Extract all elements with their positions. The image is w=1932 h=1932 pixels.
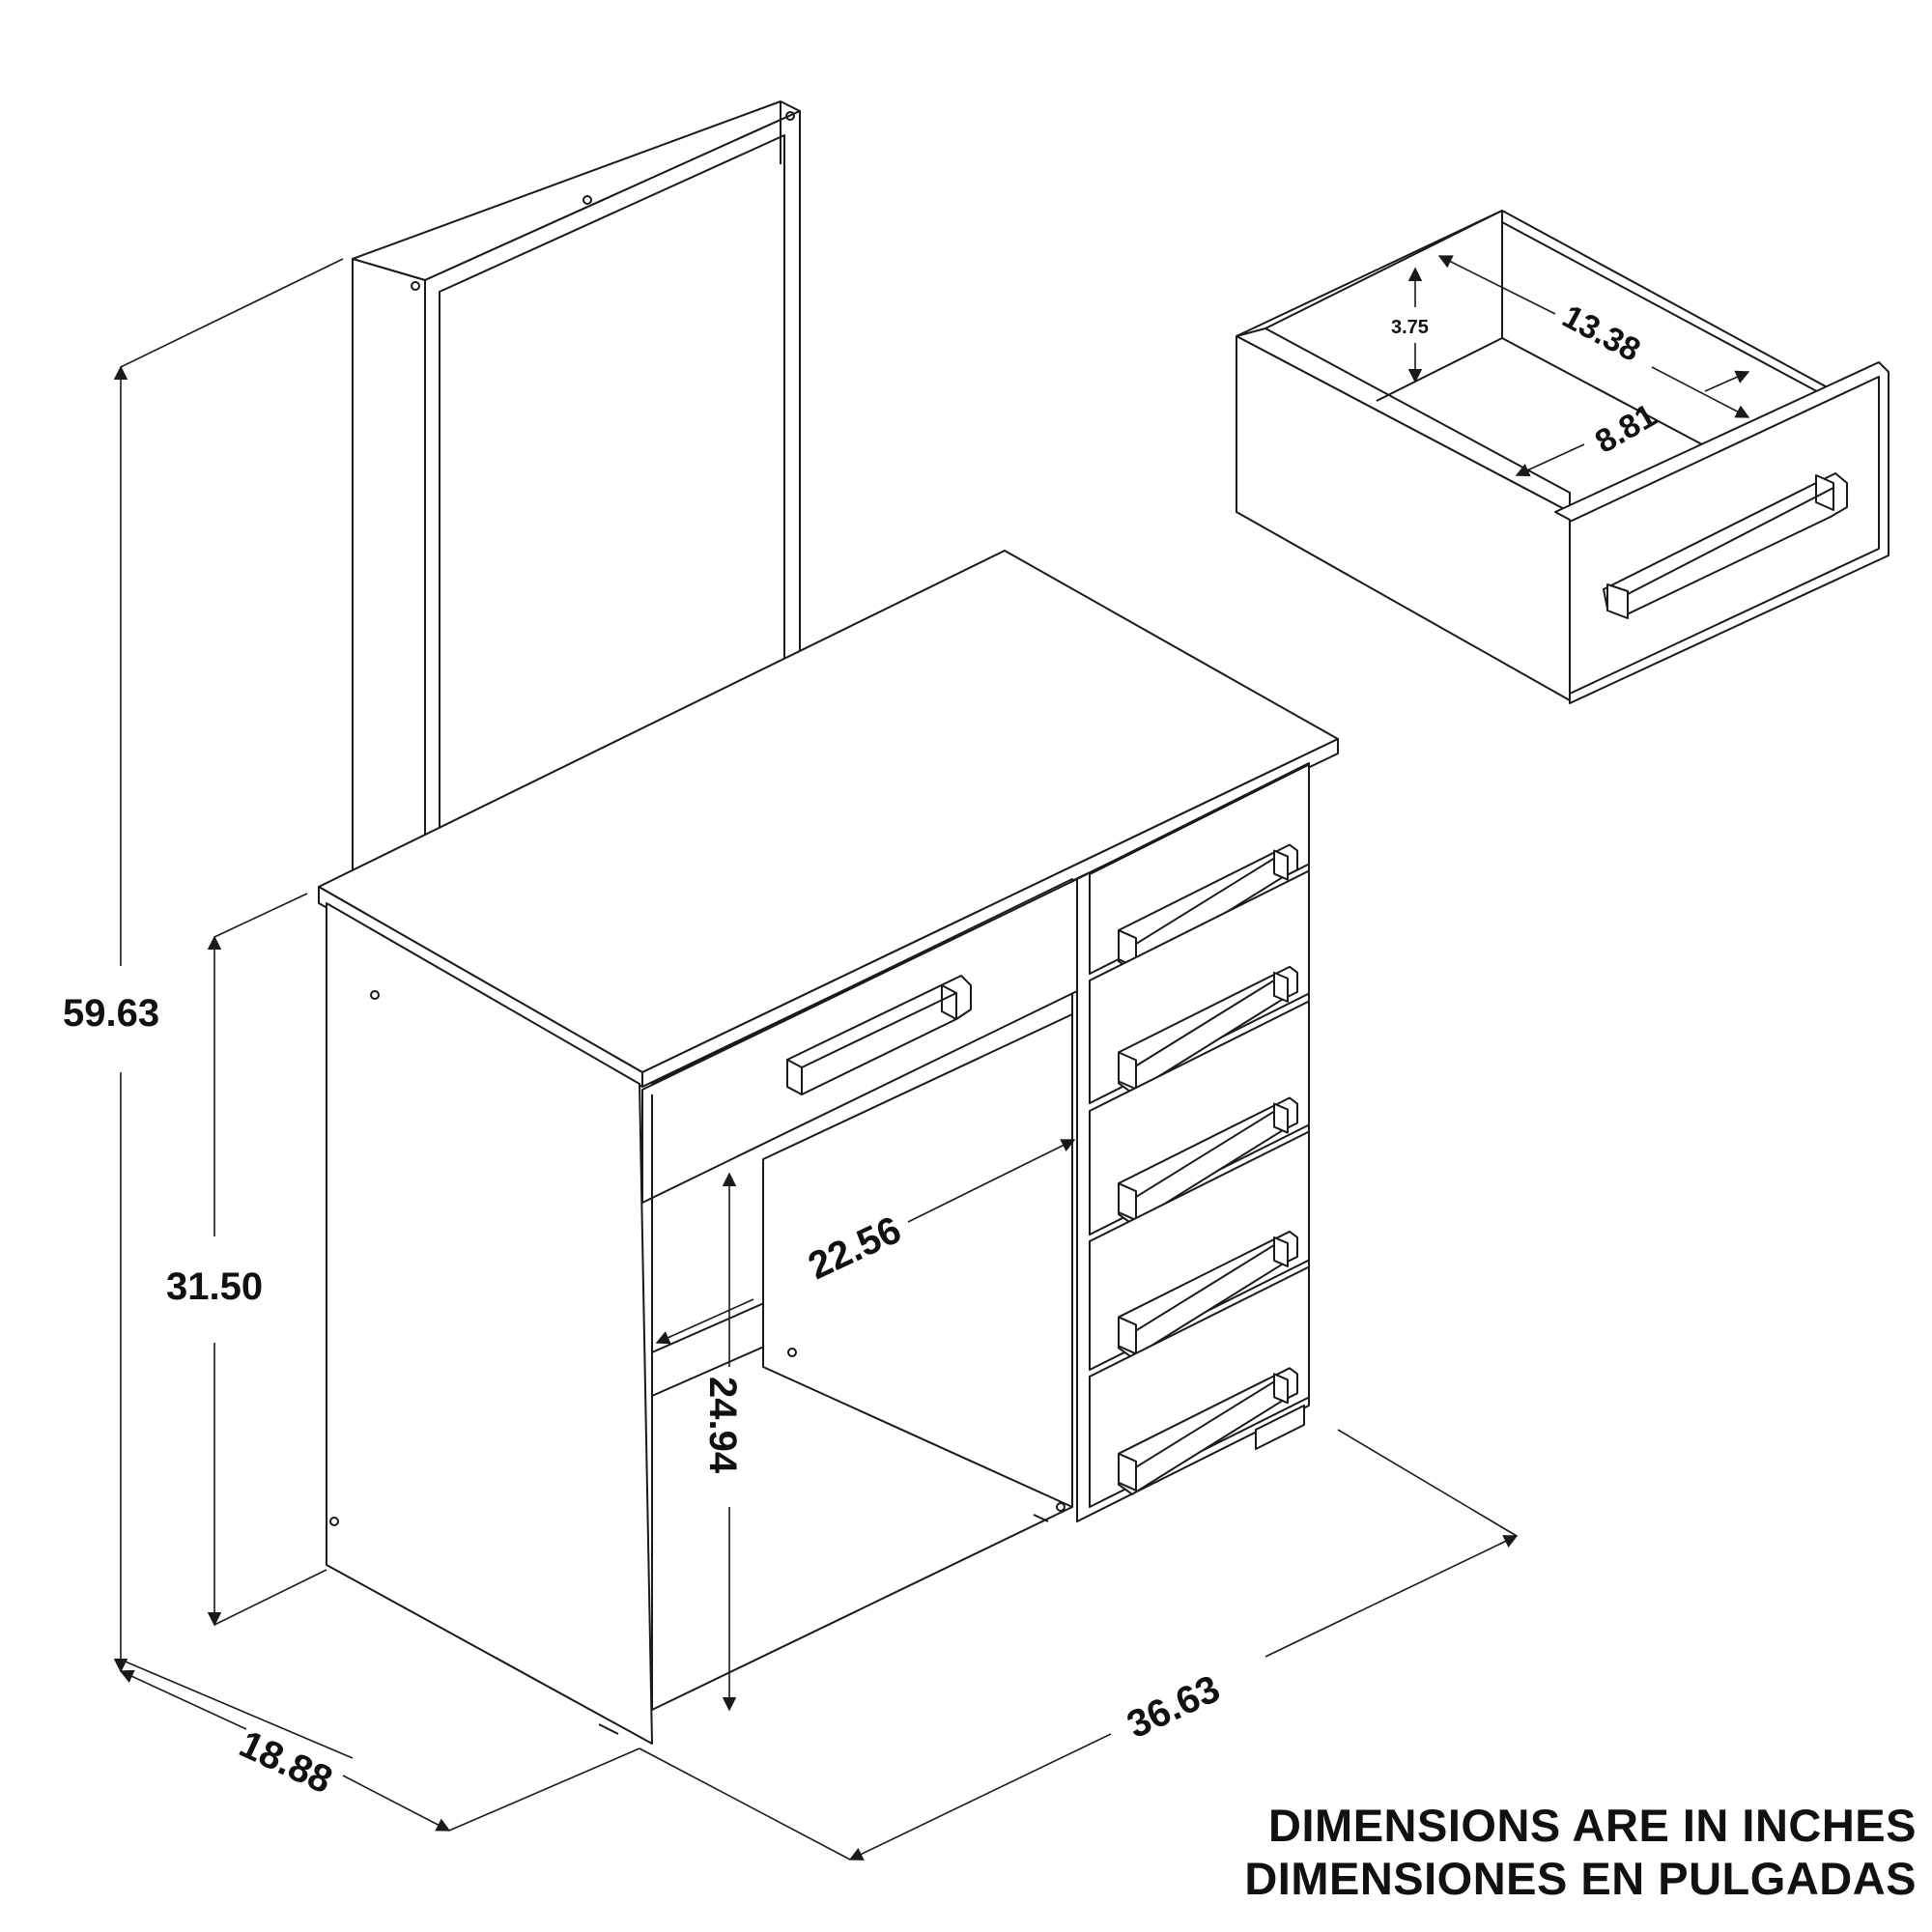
cabinet-drawer <box>1089 1130 1310 1371</box>
drawer-stack <box>1089 763 1310 1508</box>
open-drawer-detail <box>1236 210 1889 704</box>
cabinet-drawer <box>1089 1000 1310 1236</box>
drawer-handle <box>1118 1230 1298 1359</box>
drawer-handle <box>1118 1367 1298 1495</box>
drawer-handle <box>1118 843 1298 973</box>
dimension-lines <box>113 255 1750 1861</box>
overall-height-label: 59.63 <box>63 992 159 1035</box>
width-label: 36.63 <box>1121 1667 1226 1747</box>
cabinet-drawer <box>1089 763 1310 975</box>
cabinet-drawer <box>1089 869 1310 1104</box>
desk-height-label: 31.50 <box>166 1265 263 1308</box>
units-note-english: DIMENSIONS ARE IN INCHES <box>1268 1800 1917 1851</box>
drawer-height-label: 3.75 <box>1391 317 1429 338</box>
cabinet-drawer <box>1089 1265 1310 1508</box>
drawer-handle <box>1118 965 1298 1094</box>
knee-height-label: 24.94 <box>701 1377 744 1474</box>
drawer-handle <box>1118 1096 1298 1226</box>
depth-label: 18.88 <box>233 1722 338 1802</box>
units-note-spanish: DIMENSIONES EN PULGADAS <box>1244 1853 1917 1904</box>
